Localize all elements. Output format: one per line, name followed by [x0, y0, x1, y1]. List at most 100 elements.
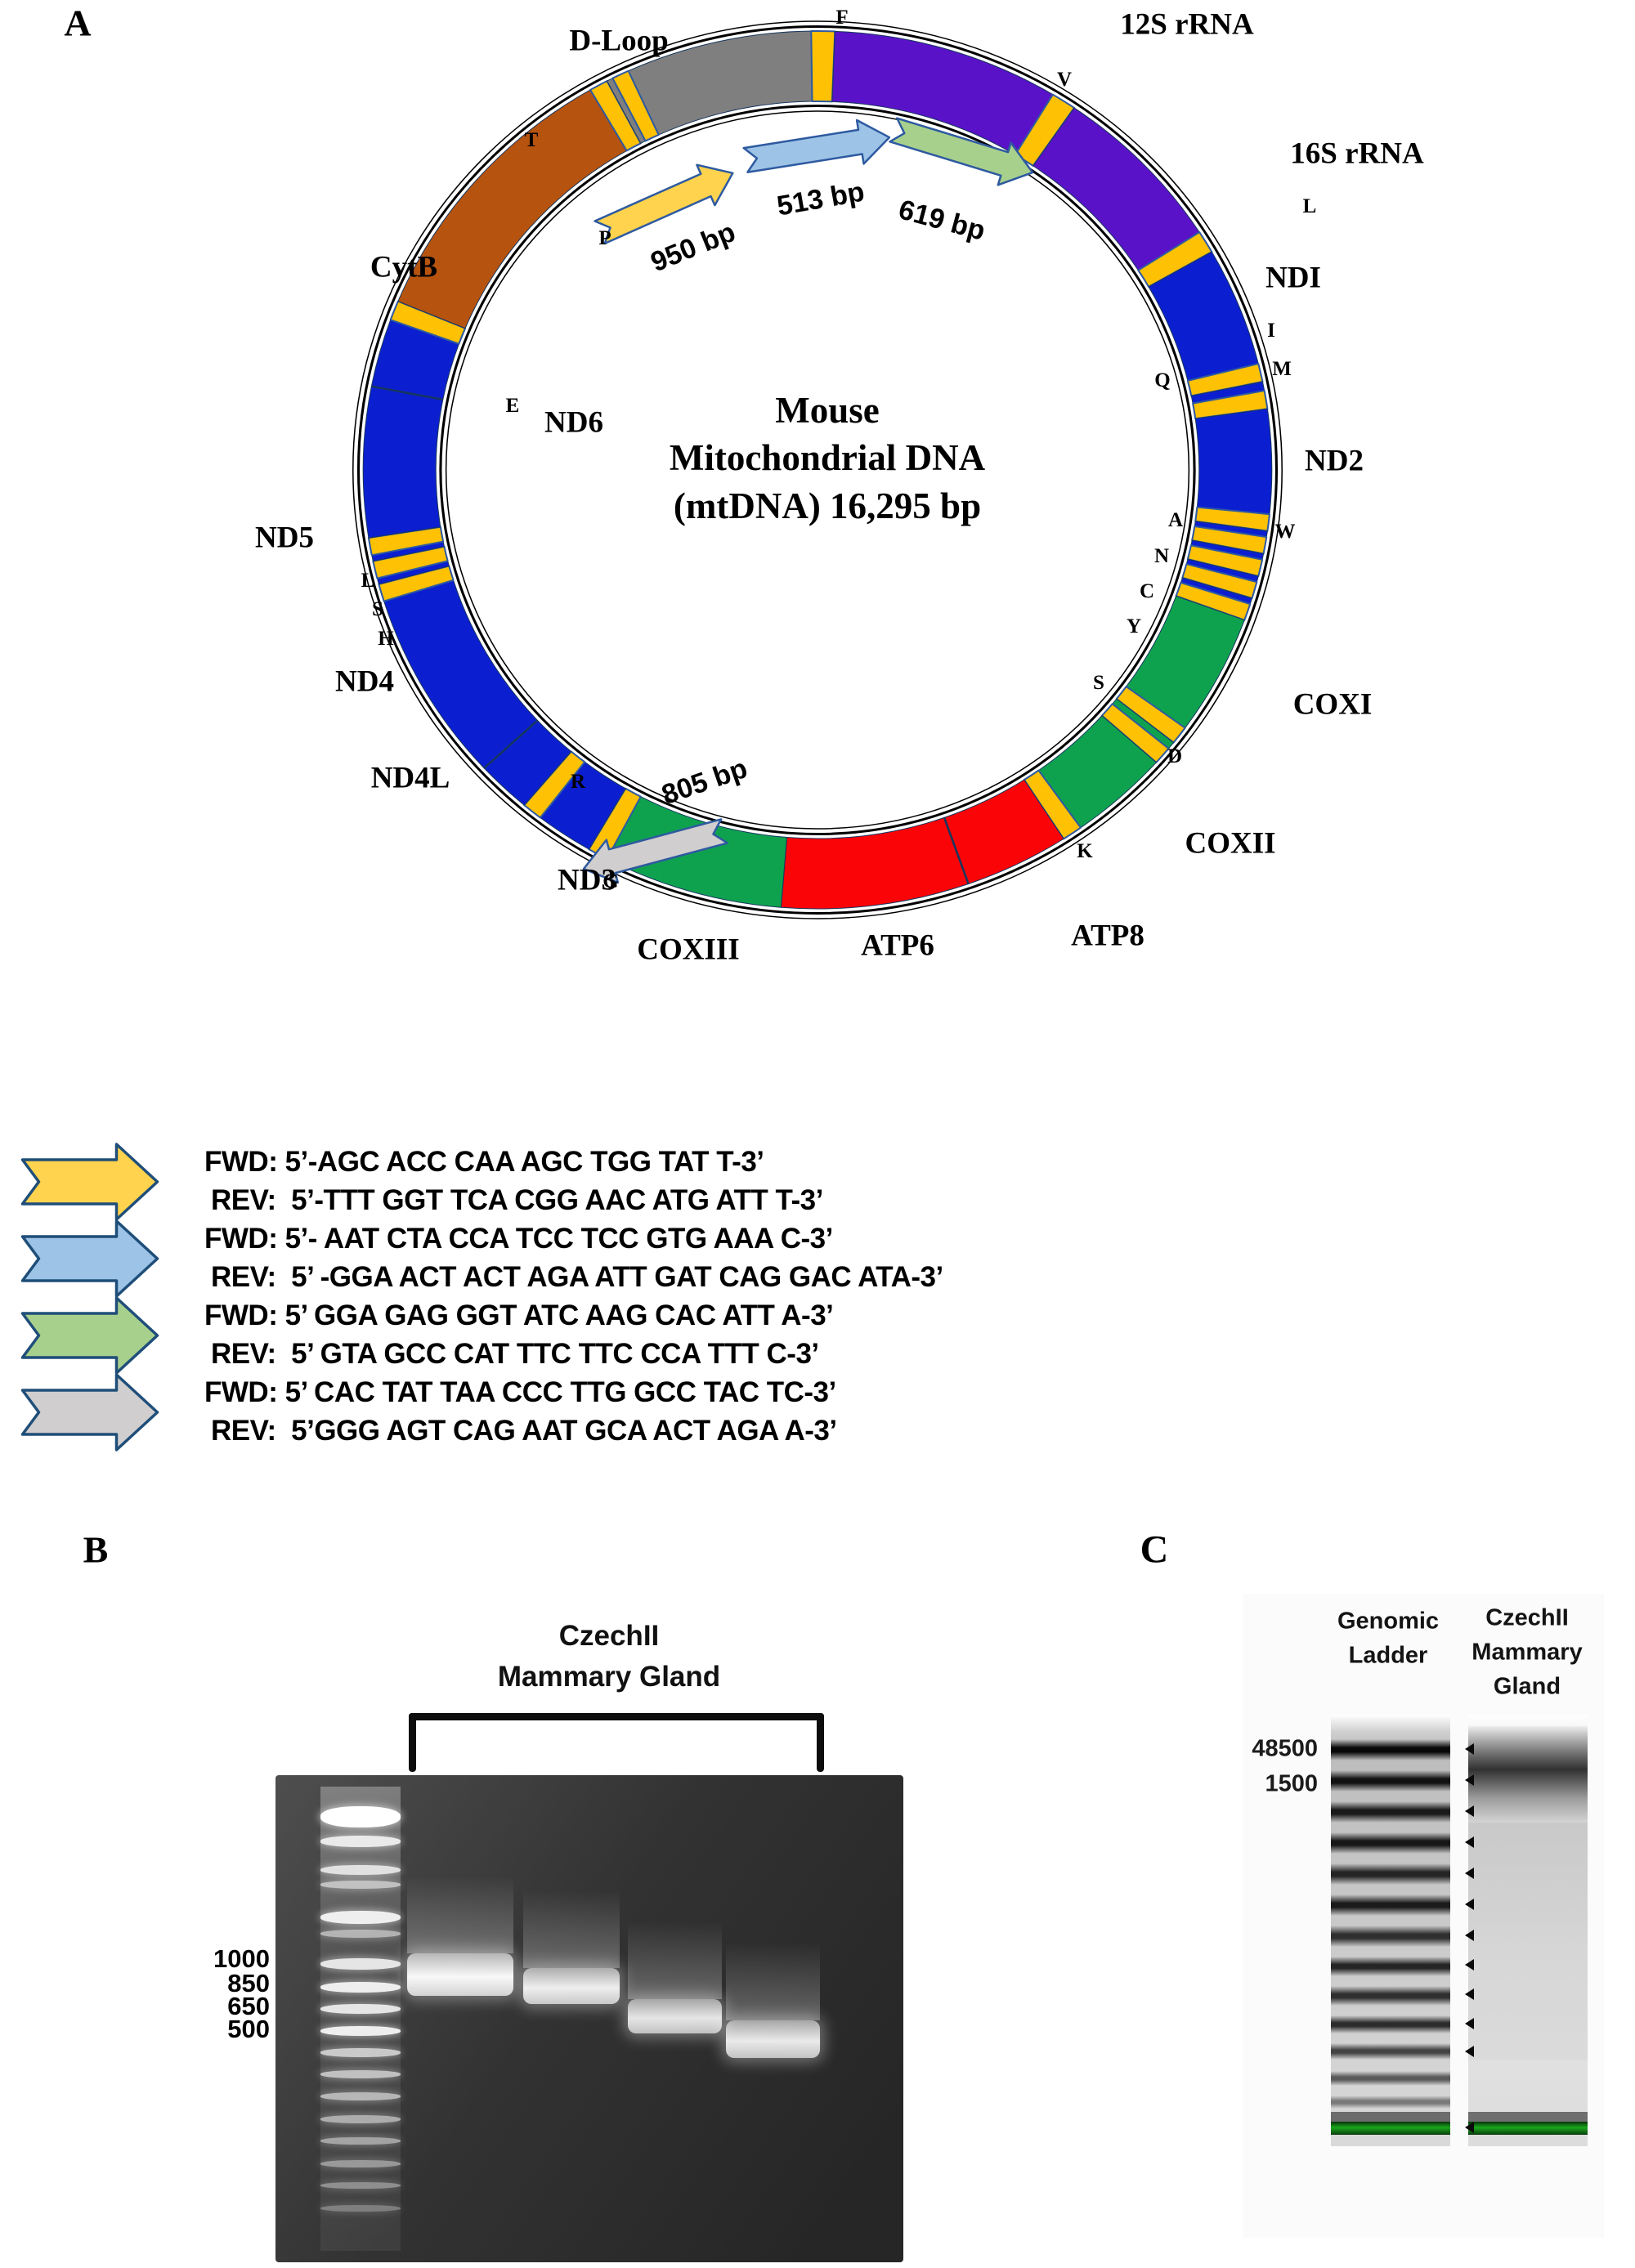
gel-ladder-band-12 — [320, 2092, 401, 2100]
gel-ladder-band-4 — [320, 1911, 401, 1924]
ladder-band-arrowhead-0 — [1465, 1743, 1474, 1755]
circle-center-line3: (mtDNA) 16,295 bp — [673, 485, 982, 526]
trna-label-k-13: K — [1077, 840, 1093, 862]
primer-rev-3: REV: 5’GGG AGT CAG AAT GCA ACT AGA A-3’ — [211, 1415, 837, 1447]
trna-label-c-9: C — [1139, 580, 1155, 602]
gene-label-d-loop: D-Loop — [569, 24, 669, 58]
trna-label-p-21: P — [598, 227, 611, 249]
amplicon-805-size-label: 805 bp — [657, 753, 751, 812]
ring-outline-1 — [356, 25, 1279, 915]
primer-fwd-0: FWD: 5’-AGC ACC CAA AGC TGG TAT T-3’ — [204, 1146, 764, 1178]
marker-48500: 48500 — [1252, 1735, 1318, 1762]
trna-label-n-8: N — [1153, 545, 1170, 567]
gene-label-nd2: ND2 — [1305, 444, 1364, 478]
gel-ladder-band-6 — [320, 1958, 401, 1970]
gel-sample-band-1 — [523, 1968, 620, 2004]
trna-label-d-12: D — [1167, 745, 1183, 767]
primer-fwd-1: FWD: 5’- AAT CTA CCA TCC TCC GTG AAA C-3… — [204, 1223, 833, 1255]
segment-divider-2 — [371, 385, 444, 401]
tapestation-ladder-band-7 — [1331, 1957, 1450, 1976]
gene-label-atp6: ATP6 — [861, 928, 934, 963]
tapestation-ladder-band-11 — [1331, 2071, 1450, 2086]
primer-fwd-3: FWD: 5’ CAC TAT TAA CCC TTG GCC TAC TC-3… — [204, 1376, 836, 1408]
segment-tRNA-P — [611, 69, 660, 142]
ladder-band-arrowhead-11 — [1465, 2122, 1474, 2133]
trna-label-t-20: T — [524, 129, 539, 151]
trna-label-s-17: S — [372, 598, 383, 620]
gel-ladder-band-8 — [320, 2004, 401, 2014]
gene-label-nd4l: ND4L — [370, 761, 450, 795]
tapestation-ladder-lane — [1331, 1715, 1450, 2146]
circle-center-line2: Mitochondrial DNA — [669, 437, 986, 478]
tapestation-ladder-band-9 — [1331, 2015, 1450, 2033]
lane-label-czechii-0: CzechII — [1485, 1604, 1569, 1631]
gene-label-cytb: CytB — [370, 250, 438, 284]
gene-label-coxi: COXI — [1292, 687, 1373, 722]
gene-label-ndi: NDI — [1265, 261, 1321, 295]
amplicon-513-size-label: 513 bp — [774, 176, 867, 222]
panel-a-letter: A — [64, 2, 92, 44]
amplicon-619-size-label: 619 bp — [895, 194, 989, 247]
gel-size-1000: 1000 — [213, 1944, 270, 1973]
bracket-leg-left — [409, 1713, 416, 1772]
ring-group — [352, 20, 1283, 919]
gene-label-12s-rrna: 12S rRNA — [1120, 7, 1254, 42]
tapestation-green-shadow-ladder — [1331, 2112, 1450, 2122]
lane-label-czechii-2: Gland — [1493, 1673, 1561, 1700]
tapestation-ladder-band-12 — [1331, 2096, 1450, 2109]
tapestation-ladder-band-6 — [1331, 1926, 1450, 1947]
bracket-leg-right — [817, 1713, 824, 1772]
gel-ladder-band-0 — [320, 1806, 401, 1827]
primer-arrow-shape-2 — [20, 1296, 159, 1375]
marker-1500: 1500 — [1265, 1770, 1318, 1797]
primer-arrow-shape-0 — [20, 1143, 159, 1221]
ladder-band-arrowhead-4 — [1465, 1868, 1474, 1879]
primer-fwd-2: FWD: 5’ GGA GAG GGT ATC AAG CAC ATT A-3’ — [204, 1300, 834, 1331]
bracket-bar — [409, 1713, 824, 1720]
tapestation-sample-tail — [1468, 1823, 1588, 2060]
primer-rev-0: REV: 5’-TTT GGT TCA CGG AAC ATG ATT T-3’ — [211, 1184, 823, 1216]
amplicon-950-arrow-shape — [594, 163, 734, 245]
amplicon-513-arrow-shape — [742, 119, 891, 173]
ladder-band-arrowhead-5 — [1465, 1899, 1474, 1910]
gel-ladder-band-15 — [320, 2160, 401, 2167]
gel-ladder-band-17 — [320, 2205, 401, 2212]
amplicon-805-arrow — [582, 818, 729, 884]
ladder-band-arrowhead-1 — [1465, 1774, 1474, 1786]
gel-sample-smear-1 — [523, 1890, 620, 1968]
gel-sample-band-3 — [726, 2020, 820, 2058]
circle-center-line1: Mouse — [775, 390, 880, 431]
trna-label-f-0: F — [835, 7, 849, 29]
gel-ladder-band-2 — [320, 1865, 401, 1875]
primer-arrow-1 — [20, 1219, 159, 1298]
trna-label-r-15: R — [570, 771, 586, 793]
gel-ladder-band-11 — [320, 2070, 401, 2078]
primer-arrow-shape-3 — [20, 1373, 159, 1452]
trna-label-y-10: Y — [1126, 615, 1142, 637]
gel-title-line1: CzechII — [558, 1620, 660, 1652]
gel-sample-smear-3 — [726, 1943, 820, 2020]
ladder-band-arrowhead-9 — [1465, 2018, 1474, 2029]
trna-label-s-11: S — [1093, 672, 1104, 694]
gene-label-nd5: ND5 — [255, 521, 314, 555]
trna-label-v-1: V — [1056, 69, 1073, 91]
tapestation-green-shadow-sample — [1468, 2112, 1588, 2122]
tapestation-ladder-band-8 — [1331, 1986, 1450, 2006]
panel-c-letter: C — [1140, 1528, 1169, 1572]
gel-size-500: 500 — [227, 2015, 270, 2043]
tapestation-ladder-band-10 — [1331, 2043, 1450, 2060]
trna-label-w-6: W — [1274, 521, 1296, 543]
tapestation-sample-lane — [1468, 1715, 1588, 2146]
trna-label-i-3: I — [1267, 320, 1275, 342]
ladder-band-arrowhead-7 — [1465, 1959, 1474, 1971]
primer-rev-2: REV: 5’ GTA GCC CAT TTC TTC CCA TTT C-3’ — [211, 1338, 819, 1370]
gel-ladder-band-5 — [320, 1930, 401, 1938]
gel-sample-smear-0 — [407, 1876, 513, 1953]
primer-arrow-0 — [20, 1143, 159, 1221]
gene-label-nd3: ND3 — [558, 863, 616, 897]
gel-ladder-band-3 — [320, 1881, 401, 1889]
primer-arrow-2 — [20, 1296, 159, 1375]
gel-ladder-band-9 — [320, 2026, 401, 2036]
ladder-band-arrowhead-6 — [1465, 1930, 1474, 1941]
